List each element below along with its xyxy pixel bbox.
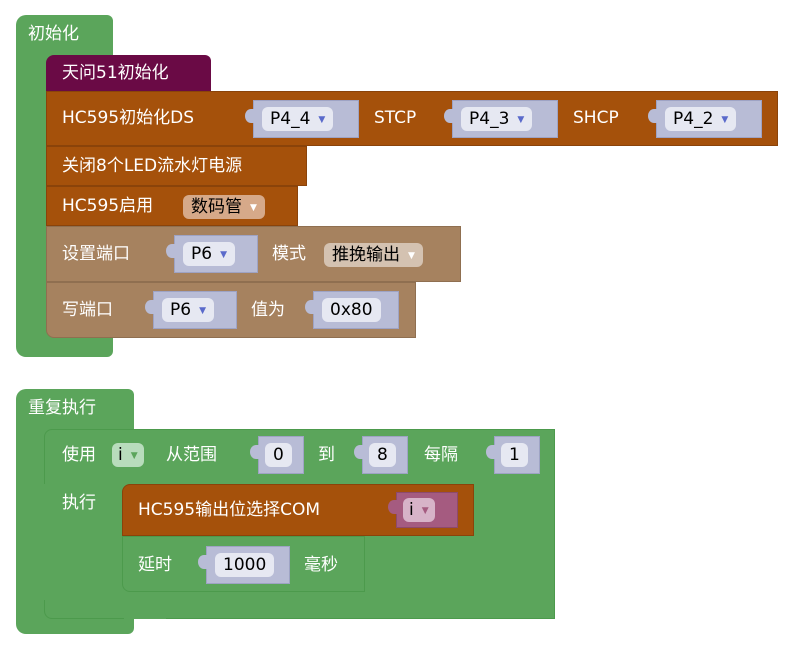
write-value: 0x80: [330, 300, 373, 320]
shcp-label: SHCP: [573, 108, 619, 128]
to-label: 到: [318, 445, 335, 465]
loop-var-dropdown[interactable]: i▼: [112, 443, 144, 467]
delay-label: 延时: [138, 555, 172, 575]
port-mode-dropdown[interactable]: 推挽输出 ▼: [324, 243, 423, 267]
ds-dropdown[interactable]: P4_4 ▼: [262, 107, 334, 131]
board-init-block[interactable]: [46, 55, 211, 91]
write-value-socket[interactable]: 0x80: [305, 291, 399, 329]
delay-field[interactable]: 1000: [215, 553, 275, 577]
dropdown-arrow-icon: ▼: [220, 250, 227, 260]
dropdown-arrow-icon: ▼: [199, 306, 206, 316]
set-port-value: P6: [191, 244, 213, 264]
com-var-value: i: [409, 500, 414, 520]
loop-block-label: 重复执行: [28, 398, 96, 418]
write-port-value: P6: [170, 300, 192, 320]
shcp-dropdown[interactable]: P4_2 ▼: [665, 107, 737, 131]
port-mode-value: 推挽输出: [332, 245, 400, 265]
dropdown-arrow-icon: ▼: [408, 251, 415, 261]
stcp-dropdown[interactable]: P4_3 ▼: [461, 107, 533, 131]
hc595-com-select-label: HC595输出位选择COM: [138, 500, 321, 520]
init-block-label: 初始化: [28, 24, 79, 44]
stcp-label: STCP: [374, 108, 417, 128]
hc595-mode-dropdown[interactable]: 数码管 ▼: [183, 195, 265, 219]
led-power-off-block[interactable]: [46, 146, 307, 186]
dropdown-arrow-icon: ▼: [250, 203, 257, 213]
to-value: 8: [377, 445, 388, 465]
do-label: 执行: [62, 493, 96, 513]
dropdown-arrow-icon: ▼: [130, 451, 138, 461]
step-socket[interactable]: 1: [486, 436, 540, 474]
shcp-value: P4_2: [673, 109, 714, 129]
step-value: 1: [509, 445, 520, 465]
write-value-label: 值为: [251, 300, 285, 320]
board-init-label: 天问51初始化: [62, 63, 169, 83]
dropdown-arrow-icon: ▼: [421, 506, 429, 516]
ds-socket[interactable]: P4_4 ▼: [245, 100, 359, 138]
dropdown-arrow-icon: ▼: [318, 115, 326, 125]
write-port-dropdown[interactable]: P6 ▼: [162, 298, 214, 322]
ds-value: P4_4: [270, 109, 311, 129]
to-field[interactable]: 8: [369, 443, 396, 467]
write-value-field[interactable]: 0x80: [322, 298, 381, 322]
shcp-socket[interactable]: P4_2 ▼: [648, 100, 762, 138]
dropdown-arrow-icon: ▼: [517, 115, 525, 125]
delay-socket[interactable]: 1000: [198, 546, 290, 584]
mode-label: 模式: [272, 244, 306, 264]
delay-value: 1000: [223, 555, 267, 575]
dropdown-arrow-icon: ▼: [721, 115, 729, 125]
step-field[interactable]: 1: [501, 443, 528, 467]
delay-unit-label: 毫秒: [304, 555, 338, 575]
led-power-off-label: 关闭8个LED流水灯电源: [62, 156, 243, 176]
to-socket[interactable]: 8: [354, 436, 408, 474]
from-value: 0: [273, 445, 284, 465]
from-field[interactable]: 0: [265, 443, 292, 467]
from-socket[interactable]: 0: [250, 436, 304, 474]
hc595-mode-value: 数码管: [191, 197, 242, 217]
write-port-socket[interactable]: P6 ▼: [145, 291, 237, 329]
hc595-enable-label: HC595启用: [62, 196, 154, 216]
set-port-socket[interactable]: P6 ▼: [166, 235, 258, 273]
from-label: 从范围: [166, 445, 217, 465]
use-label: 使用: [62, 445, 96, 465]
com-var-socket[interactable]: i▼: [388, 492, 458, 528]
loop-var-value: i: [118, 445, 123, 465]
step-label: 每隔: [424, 445, 458, 465]
stcp-value: P4_3: [469, 109, 510, 129]
set-port-dropdown[interactable]: P6 ▼: [183, 242, 235, 266]
com-var-dropdown[interactable]: i▼: [403, 498, 435, 522]
write-port-label: 写端口: [62, 300, 113, 320]
set-port-label: 设置端口: [62, 244, 130, 264]
hc595-init-label: HC595初始化DS: [62, 108, 194, 128]
stcp-socket[interactable]: P4_3 ▼: [444, 100, 558, 138]
